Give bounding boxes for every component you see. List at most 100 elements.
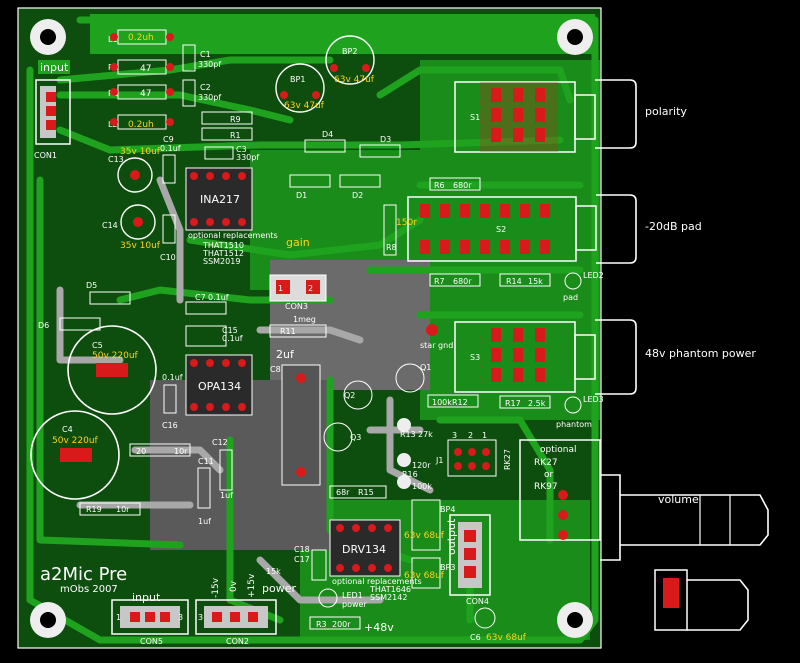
d1-label: D1	[296, 191, 307, 200]
c1-label: C1	[200, 50, 211, 59]
bp1-label: BP1	[290, 75, 305, 84]
phantom-indicator: R17 2.5k LED3 phantom	[499, 395, 604, 429]
d4-label: D4	[322, 130, 333, 139]
c5-cap: C5 50v 220uf	[67, 325, 157, 415]
r15-label: R15	[358, 488, 374, 497]
c17-label: C17	[294, 555, 310, 564]
r6-label: R6	[434, 181, 445, 190]
output-power-resistors: 20 10r R19 10r	[79, 443, 191, 516]
power-led: LED1 power R3 200r +48v 15k	[266, 567, 394, 634]
led1-power-label: power	[342, 600, 367, 609]
r1-value: 47	[140, 64, 151, 74]
ina217-chip: INA217 optional replacements THAT1510 TH…	[185, 167, 278, 266]
c8-cap: 2uf C8	[270, 348, 321, 486]
drv134-chip: DRV134 optional replacements THAT1646 SS…	[329, 519, 422, 602]
ina-opt-label: optional replacements	[188, 231, 278, 240]
optional-pot-note: optional RK27 or RK97	[534, 445, 576, 492]
c3-label: C3	[236, 145, 247, 154]
r1b-label: R1	[230, 131, 241, 140]
led3-phantom-label: phantom	[556, 420, 592, 429]
c12-value: 1uf	[220, 491, 233, 500]
j1-pin3: 3	[452, 431, 457, 440]
c3-value: 330pf	[236, 153, 259, 162]
c7-value: 0.1uf	[208, 293, 229, 302]
ssm2019-label: SSM2019	[203, 257, 240, 266]
j1-pot-header: 3 2 1 J1 RK27	[435, 431, 512, 477]
ina217-label: INA217	[200, 193, 240, 206]
top-traces	[26, 16, 599, 644]
r12-label: R12	[452, 398, 468, 407]
diodes-top: D1 D2 D4 D3	[289, 130, 401, 200]
rk27-option-label: RK27	[534, 458, 558, 468]
q2-label: Q2	[344, 391, 355, 400]
gain-label: gain	[286, 236, 310, 249]
r120-value: 120r	[412, 461, 431, 470]
mounting-holes	[30, 19, 593, 638]
phantom-label: 48v phantom power	[645, 347, 756, 360]
c1-c2-caps: C1 330pf C2 330pf	[182, 44, 221, 107]
transistors: Q1 Q2 Q3	[323, 363, 431, 452]
r7-value: 680r	[453, 277, 472, 286]
gain-resistors: R9 R1 C3 330pf	[201, 111, 259, 162]
c15-value: 0.1uf	[222, 334, 243, 343]
c16-value: 0.1uf	[162, 373, 183, 382]
board-author: mObs 2007	[60, 584, 118, 595]
pad-label: -20dB pad	[645, 220, 702, 233]
middle-passives: C7 0.1uf C15 0.1uf R11 1meg	[185, 293, 327, 347]
ssm2142-label: SSM2142	[370, 593, 407, 602]
l2-value: 0.2uh	[128, 120, 154, 130]
c15-label: C15	[222, 326, 238, 335]
drv-opt-label: optional replacements	[332, 577, 422, 586]
volume-label: volume	[658, 493, 699, 506]
c8-value: 2uf	[276, 348, 295, 361]
v48-label: +48v	[364, 621, 394, 634]
con5-input-connector: input 1 3 CON5	[111, 591, 189, 646]
board-title: a2Mic Pre	[40, 564, 127, 585]
j1-pin2: 2	[468, 431, 473, 440]
s3-switch: S3	[454, 321, 596, 393]
led2-pad-label: pad	[563, 293, 578, 302]
drv134-label: DRV134	[342, 543, 386, 556]
output-resistors: 100k R12 R13 27k 120r 68r R15 R16 100k	[329, 394, 479, 499]
con4-output-connector: output CON4	[445, 514, 491, 606]
con1-label: CON1	[34, 151, 57, 160]
output-caps: BP4 63v 68uf BP3 63v 68uf C6 63v 68uf	[404, 499, 527, 643]
opa134-chip: OPA134	[185, 354, 253, 416]
opa134-label: OPA134	[198, 380, 241, 393]
r15k-value: 15k	[266, 567, 281, 576]
con5-label: CON5	[140, 637, 163, 646]
c6-value: 63v 68uf	[486, 633, 527, 643]
bp2-value: 63v 47uf	[334, 75, 375, 85]
c14-label: C14	[102, 221, 118, 230]
r16-value: 100k	[412, 482, 432, 491]
diodes-left: D5 D6	[38, 281, 131, 331]
phantom-knob-outline	[595, 319, 637, 395]
l1-value: 0.2uh	[128, 33, 154, 43]
s1-switch: S1	[454, 81, 596, 153]
c11-c12-caps: C12 C11 1uf 1uf	[197, 438, 233, 526]
d6-label: D6	[38, 321, 49, 330]
c2-value: 330pf	[198, 93, 221, 102]
or-label: or	[544, 470, 554, 480]
con5-input-label: input	[132, 591, 161, 604]
c1-value: 330pf	[198, 60, 221, 69]
optional-label: optional	[540, 445, 576, 455]
r8-label: R8	[386, 243, 397, 252]
c9-label: C9	[163, 135, 174, 144]
con5-pin3: 3	[178, 613, 183, 622]
pad-knob-outline	[596, 194, 637, 264]
v0-label: 0v	[229, 580, 239, 592]
s2-label: S2	[496, 225, 506, 234]
d3-label: D3	[380, 135, 391, 144]
s2-switch: S2	[407, 196, 597, 262]
that1510-label: THAT1510	[202, 241, 244, 250]
con3-label: CON3	[285, 302, 308, 311]
c8-label: C8	[270, 365, 281, 374]
pad-resistors: R6 680r R7 680r R8 150r R14 15k	[383, 177, 551, 287]
led2: LED2 pad	[563, 271, 604, 302]
c5-label: C5	[92, 341, 103, 350]
rk97-option-label: RK97	[534, 482, 558, 492]
v15p-label: +15v	[247, 573, 257, 598]
c10-label: C10	[160, 253, 176, 262]
